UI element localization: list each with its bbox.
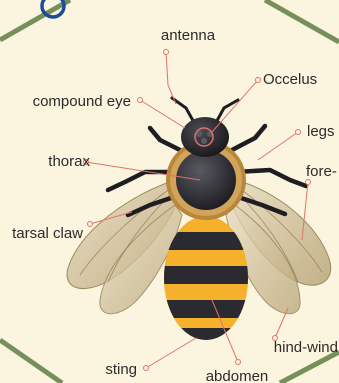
frame-edge-top-left [0, 0, 70, 40]
leg-right-front [232, 126, 265, 150]
label-sting: sting [105, 361, 137, 378]
frame-edge-bottom-left [0, 340, 62, 383]
head-body [181, 117, 229, 157]
frame-edge-bottom-right [280, 352, 339, 383]
label-tarsal-claw: tarsal claw [12, 225, 83, 242]
label-antenna: antenna [161, 27, 216, 44]
label-abdomen: abdomen [206, 368, 269, 383]
label-legs: legs [307, 123, 335, 140]
leg-left-front [150, 128, 180, 150]
frame-edge-top-right [265, 0, 339, 42]
label-thorax: thorax [48, 153, 90, 170]
label-hind-wing: hind-wind [274, 339, 338, 356]
label-compound-eye: compound eye [33, 93, 131, 110]
label-occelus: Occelus [263, 71, 317, 88]
label-fore-wing: fore- [306, 163, 337, 180]
